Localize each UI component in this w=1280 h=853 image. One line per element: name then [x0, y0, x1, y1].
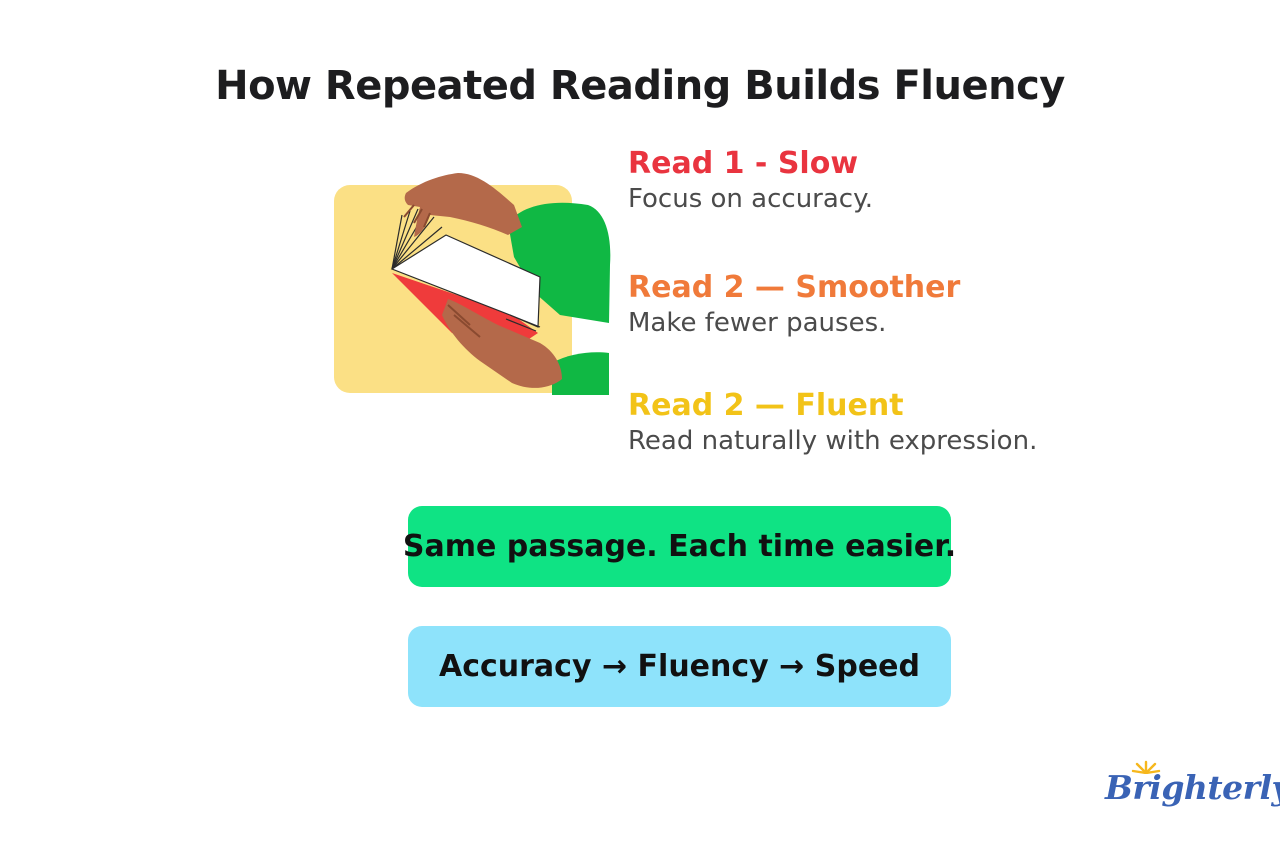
step-heading: Read 2 — Fluent — [628, 388, 904, 423]
progression-banner: Accuracy → Fluency → Speed — [408, 626, 951, 707]
step-heading: Read 1 - Slow — [628, 146, 859, 181]
lower-sleeve — [552, 352, 609, 395]
book-pages — [390, 234, 541, 328]
step-read-2-smoother: Read 2 — Smoother Make fewer pauses. — [628, 269, 1148, 339]
page-title: How Repeated Reading Builds Fluency — [215, 62, 1065, 109]
step-description: Make fewer pauses. — [628, 308, 887, 338]
upper-sleeve — [508, 202, 611, 323]
step-description: Read naturally with expression. — [628, 426, 1038, 456]
step-read-1: Read 1 - Slow Focus on accuracy. — [628, 145, 1148, 215]
book-illustration — [330, 165, 615, 400]
brighterly-logo: Brighterly — [1105, 760, 1280, 816]
logo-text: Brighterly — [1105, 768, 1280, 807]
lower-hand-lines — [447, 304, 481, 338]
page-fan — [391, 208, 541, 332]
same-passage-banner: Same passage. Each time easier. — [403, 506, 956, 587]
step-read-2-fluent: Read 2 — Fluent Read naturally with expr… — [628, 387, 1148, 457]
sun-rays-icon — [1131, 760, 1161, 774]
lower-hand — [442, 299, 562, 388]
step-heading: Read 2 — Smoother — [628, 270, 961, 305]
upper-hand — [404, 173, 522, 237]
finger-lines — [403, 204, 431, 228]
step-description: Focus on accuracy. — [628, 184, 874, 214]
